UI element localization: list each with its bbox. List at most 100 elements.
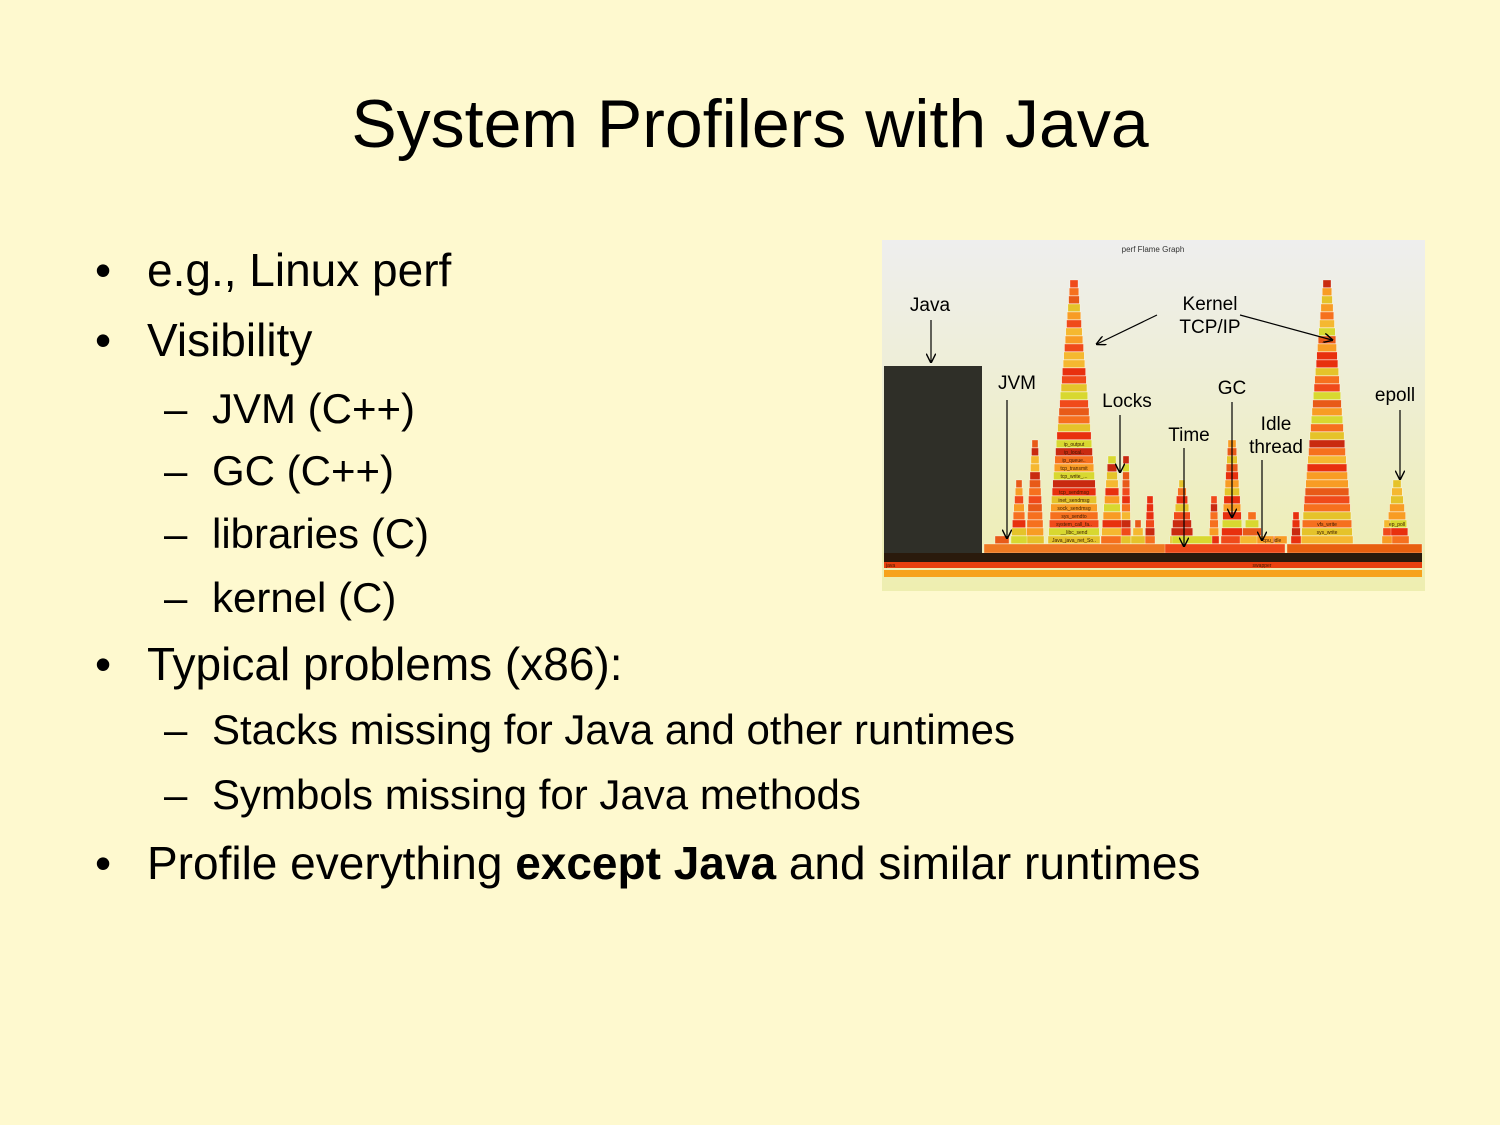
bullet-marker: –: [164, 510, 188, 557]
flame-frame: [1054, 455, 1094, 464]
flame-frame: [1121, 495, 1131, 504]
flame-frame: [1308, 447, 1346, 456]
base-frame-dark: [884, 553, 1422, 562]
flame-frame: [1318, 327, 1336, 336]
bullet-text-bold: except Java: [515, 837, 777, 889]
sub-bullet-stacks-missing: –Stacks missing for Java and other runti…: [164, 705, 1015, 755]
flame-frame: [1064, 343, 1084, 352]
flame-frame: [1383, 519, 1391, 528]
flame-frame: [1102, 519, 1122, 528]
flame-frame: [1177, 487, 1187, 496]
flame-frame: [1014, 495, 1024, 504]
label-time: Time: [1168, 425, 1210, 446]
flame-frame: [1031, 439, 1039, 448]
flame-frame: [1306, 471, 1348, 480]
label-tcpip: TCP/IP: [1179, 317, 1240, 338]
flame-frame: [1178, 479, 1186, 488]
kernel-arrow-left: [1097, 314, 1158, 344]
flame-frame: [1382, 527, 1392, 536]
flame-frame: [1145, 519, 1155, 528]
bullet-text: GC (C++): [212, 447, 395, 494]
bullet-text: JVM (C++): [212, 385, 416, 432]
flame-frame: [1103, 503, 1121, 512]
slide-title: System Profilers with Java: [351, 86, 1149, 162]
flame-frame: [1300, 535, 1354, 544]
flame-frame: [1107, 463, 1117, 472]
bullet-text: e.g., Linux perf: [147, 244, 452, 296]
flame-frame: [1013, 503, 1025, 512]
flame-frame: [1304, 487, 1350, 496]
flame-frame: [1101, 527, 1123, 536]
flame-frame: [1321, 295, 1333, 304]
flame-frame: [1310, 423, 1344, 432]
flame-frame: [1057, 423, 1091, 432]
flame-frame: [1220, 535, 1244, 544]
flame-frame: [1062, 359, 1086, 368]
flame-frame: [1146, 511, 1154, 520]
flame-frame: [1121, 519, 1131, 528]
bullet-typical-problems: •Typical problems (x86):: [95, 637, 623, 691]
flame-frame: [1390, 495, 1404, 504]
flame-frame: [1028, 495, 1042, 504]
label-thread: thread: [1249, 437, 1303, 458]
flame-frame: [1388, 511, 1406, 520]
frame-label: system_call_fa..: [1056, 522, 1092, 528]
flame-frame: [1060, 383, 1088, 392]
flame-frame: [1312, 399, 1342, 408]
flame-frame: [1065, 335, 1083, 344]
flame-frame: [1025, 535, 1045, 544]
frame-label: sock_sendmsg: [1057, 506, 1091, 512]
flame-frame: [1120, 535, 1132, 544]
flame-frame: [1146, 503, 1154, 512]
flame-frame: [1313, 391, 1341, 400]
flame-frame: [1132, 527, 1144, 536]
flame-frame: [1311, 407, 1343, 416]
flame-frame: [1209, 519, 1219, 528]
flame-frame: [1122, 463, 1130, 472]
flame-frame: [1069, 279, 1079, 288]
flame-frame: [1315, 359, 1339, 368]
flame-frame: [1145, 527, 1155, 536]
flame-frame: [1121, 511, 1131, 520]
flame-frame: [1030, 455, 1040, 464]
flame-frame: [1011, 527, 1027, 536]
flame-frame: [1047, 535, 1101, 544]
flame-frame: [1381, 535, 1393, 544]
flame-frame: [1176, 495, 1188, 504]
flame-frame: [1144, 535, 1156, 544]
flame-frame: [1164, 543, 1286, 554]
java-block: [884, 366, 982, 553]
frame-label: __libc_send: [1060, 530, 1088, 536]
flame-frame: [1066, 319, 1082, 328]
flame-frame: [1105, 487, 1119, 496]
flame-frame: [1247, 511, 1257, 520]
bullet-marker: –: [164, 706, 188, 753]
bullet-marker: •: [95, 837, 112, 889]
label-java: Java: [910, 295, 951, 316]
flame-frame: [1065, 327, 1083, 336]
frame-labels: Java_java_net_So.. __libc_send system_ca…: [885, 442, 1405, 569]
flame-frame: [1210, 503, 1218, 512]
flame-frame: [1130, 535, 1146, 544]
flame-frame: [1173, 511, 1191, 520]
flame-frame: [1210, 495, 1218, 504]
flame-frame: [1031, 447, 1039, 456]
sub-bullet-kernel: –kernel (C): [164, 573, 396, 623]
bullet-text: Visibility: [147, 314, 313, 366]
base-frame-java: [884, 562, 1422, 568]
flame-frame: [1061, 375, 1087, 384]
flame-frame: [1322, 279, 1332, 288]
frame-label: sys_write: [1317, 530, 1338, 536]
flame-frame: [1026, 527, 1044, 536]
flame-frame: [1304, 495, 1350, 504]
flame-frame: [1314, 375, 1340, 384]
flame-frame: [1055, 447, 1093, 456]
flame-frame: [1010, 535, 1028, 544]
flame-frame: [1104, 495, 1120, 504]
bullet-text: libraries (C): [212, 510, 430, 557]
flame-frames: [983, 279, 1423, 554]
flame-frame: [1174, 503, 1190, 512]
flame-frame: [1302, 511, 1352, 520]
frame-label: ep_poll: [1389, 522, 1405, 528]
frame-label: inet_sendmsg: [1058, 498, 1089, 504]
